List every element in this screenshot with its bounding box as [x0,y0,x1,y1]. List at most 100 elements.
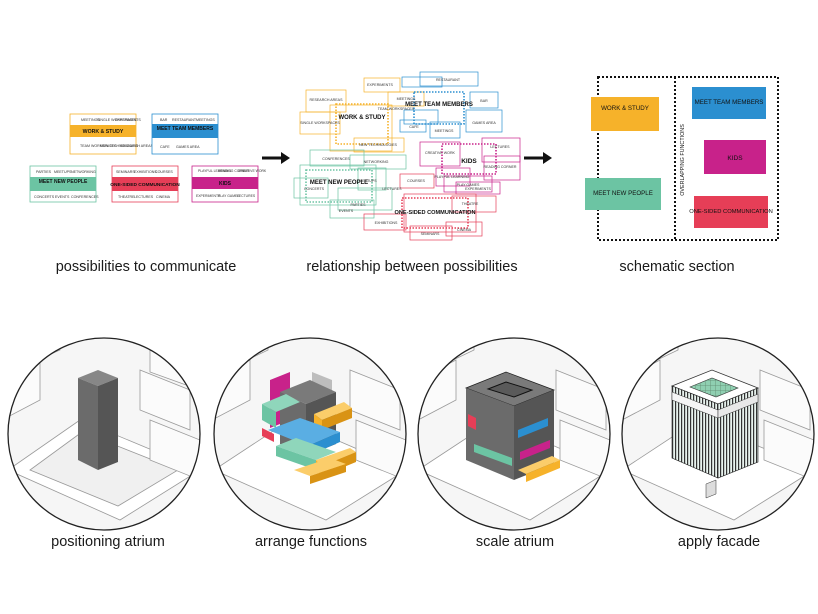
rel-comm-title: ONE-SIDED COMMUNICATION [394,210,475,216]
caption-apply-facade: apply facade [677,534,761,550]
comm-item-1: SEMINARS [116,170,135,174]
section-kids-label: KIDS [727,155,743,162]
rel-label-exhibitions: EXHIBITIONS [375,221,398,225]
rel-team-title: MEET TEAM MEMBERS [405,102,473,108]
work-item-5: NEW TECHNOLOGIES [100,144,138,148]
rel-label-meetups: MEETUPS [359,179,377,183]
arrow-icon-1 [262,152,290,164]
kids-item-5: PLAY GAMES [218,194,240,198]
kids-item-4: EXPERIMENTS [196,194,221,198]
rel-label-reading: READING CORNER [484,165,517,169]
rel-label-playful: PLAYFUL LEARNING [435,175,470,179]
group-team-members: BAR RESTAURANT MEETINGS MEET TEAM MEMBER… [151,113,219,155]
team-item-5: GAMES AREA [176,145,200,149]
rel-label-experiments: EXPERIMENTS [367,83,393,87]
comm-item-5: LECTURES [134,195,154,199]
rel-work-title: WORK & STUDY [339,115,386,121]
team-item-3: MEETINGS [196,118,215,122]
rel-label-meetings: MEETINGS [397,97,416,101]
circle-arrange-functions [213,337,407,531]
kids-item-1: PLAYFUL LEARNING [198,169,231,173]
rel-label-parties: PARTIES [350,203,366,207]
comm-item-3: COURSES [155,170,173,174]
relationship-panel: WORK & STUDY MEET TEAM MEMBERS KIDS MEET… [293,71,521,241]
kids-item-2: READING CORNER [218,169,250,173]
people-item-4: CONCERTS [34,195,55,199]
rel-label-kid-exp: EXPERIMENTS [465,187,491,191]
caption-possibilities: possibilities to communicate [55,259,237,275]
section-people-box [585,178,661,210]
arrow-icon-2 [524,152,552,164]
rel-label-single: SINGLE WORKSPACES [300,121,340,125]
caption-positioning-atrium: positioning atrium [51,534,165,550]
circle-scale-atrium [417,337,611,531]
rel-label-conferences: CONFERENCES [322,157,350,161]
comm-item-2: EXHIBITIONS [134,170,157,174]
possibilities-panel: MEETINGS SINGLE WORKSPACES EXPERIMENTS W… [29,113,267,203]
rel-people-title: MEET NEW PEOPLE [310,180,368,186]
comm-item-6: CINEMA [156,195,171,199]
rel-label-research: RESEARCH AREAS [310,98,344,102]
comm-item-4: THEATRE [118,195,135,199]
circle-apply-facade [621,337,815,531]
team-title: MEET TEAM MEMBERS [157,126,214,132]
kids-item-3: CREATIVE WORK [238,169,267,173]
rel-kids-title: KIDS [461,158,477,165]
group-kids: PLAYFUL LEARNING READING CORNER CREATIVE… [191,165,267,203]
people-item-2: MEETUPS [54,170,72,174]
rel-label-cafe: CAFE [409,125,419,129]
rel-label-lectures: LECTURES [382,187,402,191]
section-kids-box [704,140,766,174]
kids-item-6: LECTURES [237,194,256,198]
team-item-2: RESTAURANT [172,118,197,122]
section-people-label: MEET NEW PEOPLE [593,190,653,197]
rel-label-concerts: CONCERTS [304,187,325,191]
new-people-bar [30,177,96,191]
work-study-bar [70,125,136,137]
section-outline [597,76,779,241]
work-item-4: TEAM WORKSPACES [80,144,117,148]
comm-title: ONE-SIDED COMMUNICATION [110,182,180,188]
team-item-4: CAFE [160,145,170,149]
kids-bar [192,177,258,189]
team-item-1: BAR [160,118,168,122]
rel-label-restaurant: RESTAURANT [436,78,461,82]
caption-relationship: relationship between possibilities [306,259,518,275]
section-team-box [692,87,766,119]
schematic-section-panel: WORK & STUDY MEET TEAM MEMBERS KIDS MEET… [585,76,779,241]
group-new-people: PARTIES MEETUPS NETWORKING MEET NEW PEOP… [29,165,99,203]
rel-label-creative: CREATIVE WORK [425,151,455,155]
rel-label-cinema: CINEMA [457,228,472,232]
caption-arrange-functions: arrange functions [254,534,368,550]
circle-positioning-atrium [7,337,201,531]
rel-label-networking: NETWORKING [364,160,389,164]
rel-label-events: EVENTS [339,209,354,213]
work-study-title: WORK & STUDY [83,129,124,135]
rel-label-bar: BAR [480,99,488,103]
caption-scale-atrium: scale atrium [475,534,555,550]
section-team-label: MEET TEAM MEMBERS [695,99,764,106]
people-title: MEET NEW PEOPLE [39,179,88,185]
rel-label-teamws: TEAM WORKSPACES [378,107,415,111]
section-comm-label: ONE-SIDED COMMUNICATION [689,209,773,215]
section-overlap-label: OVERLAPPING FUNCTIONS [680,124,686,196]
rel-label-courses: COURSES [407,179,425,183]
group-one-sided: SEMINARS EXHIBITIONS COURSES ONE-SIDED C… [110,165,180,203]
section-work-box [591,97,659,131]
people-item-3: NETWORKING [71,170,96,174]
people-item-5: EVENTS [55,195,70,199]
people-item-1: PARTIES [36,170,52,174]
work-item-3: EXPERIMENTS [115,118,141,122]
kids-title: KIDS [219,181,232,187]
rel-label-seminars: SEMINARS [421,232,440,236]
section-comm-box [694,196,768,228]
rel-label-playgames: PLAY GAMES [457,183,480,187]
rel-label-lectures-kids: LECTURES [490,145,510,149]
rel-label-newtech: NEW TECHNOLOGIES [359,143,397,147]
work-item-1: MEETINGS [81,118,100,122]
one-sided-bar [112,177,178,191]
team-members-bar [152,124,218,138]
group-work-study: MEETINGS SINGLE WORKSPACES EXPERIMENTS W… [69,113,154,155]
work-item-2: SINGLE WORKSPACES [97,118,137,122]
